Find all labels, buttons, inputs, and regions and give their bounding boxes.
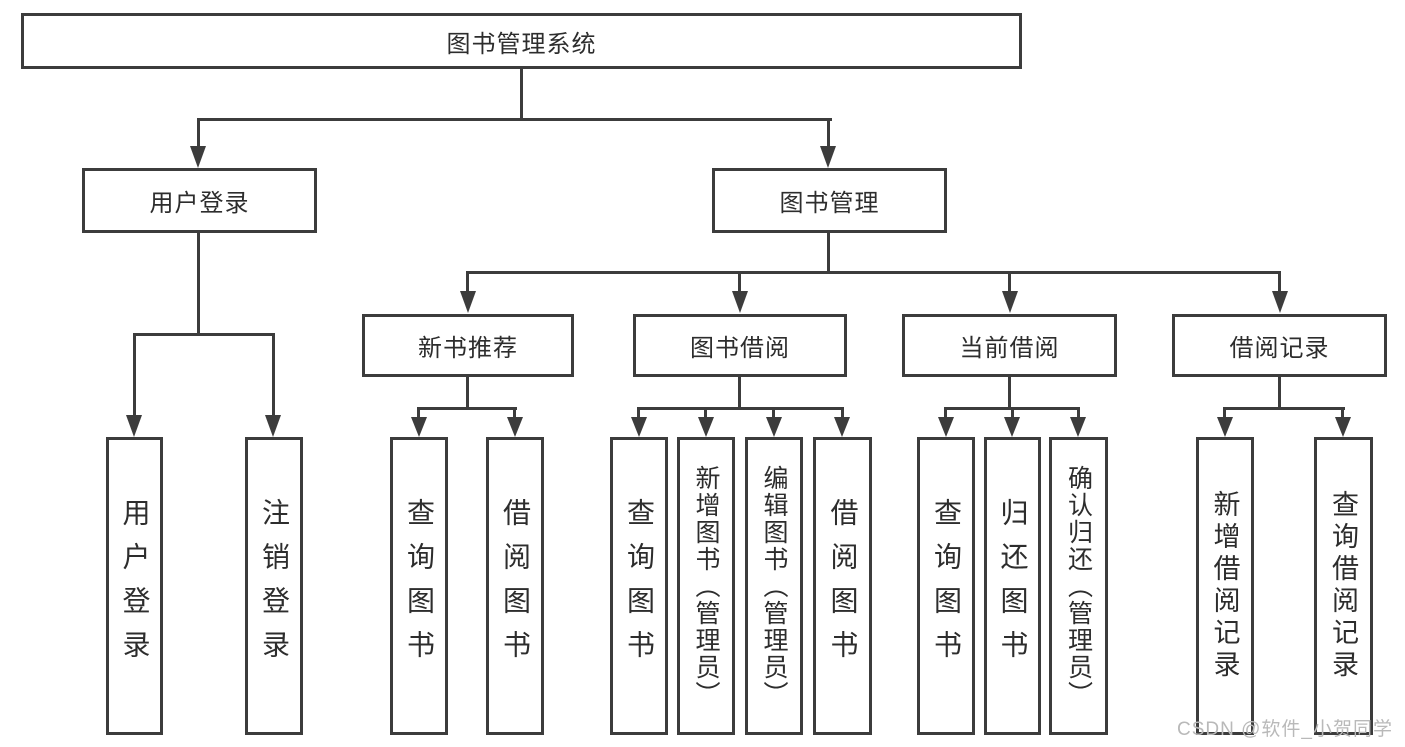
connector-line [133, 333, 275, 336]
leaf-borrow-books: 借阅图书 [813, 437, 872, 735]
leaf-add-books-admin: 新增图书（管理员） [677, 437, 735, 735]
connector-line [1223, 409, 1226, 418]
connector-line [197, 118, 832, 121]
connector-line [827, 120, 830, 147]
watermark: CSDN @软件_小贺同学 [1177, 719, 1393, 740]
connector-line [637, 409, 640, 418]
leaf-confirm-return-admin: 确认归还（管理员） [1049, 437, 1108, 735]
arrow-down-icon [190, 146, 206, 168]
connector-line [841, 409, 844, 418]
connector-line [944, 407, 1080, 410]
connector-line [1008, 273, 1011, 292]
connector-line [738, 376, 741, 409]
arrow-down-icon [766, 417, 782, 437]
connector-line [197, 233, 200, 335]
node-library-system: 图书管理系统 [21, 13, 1022, 69]
leaf-query-borrow-record: 查询借阅记录 [1314, 437, 1373, 735]
connector-line [1011, 409, 1014, 418]
connector-line [772, 409, 775, 418]
leaf-query-books: 查询图书 [390, 437, 448, 735]
connector-line [466, 271, 1281, 274]
connector-line [133, 334, 136, 416]
node-new-book-recommend: 新书推荐 [362, 314, 574, 377]
node-book-borrowing: 图书借阅 [633, 314, 847, 377]
connector-line [1341, 409, 1344, 418]
arrow-down-icon [507, 417, 523, 437]
arrow-down-icon [698, 417, 714, 437]
arrow-down-icon [460, 291, 476, 313]
arrow-down-icon [732, 291, 748, 313]
arrow-down-icon [1335, 417, 1351, 437]
leaf-edit-books-admin: 编辑图书（管理员） [745, 437, 803, 735]
node-book-management: 图书管理 [712, 168, 947, 233]
connector-line [466, 376, 469, 409]
connector-line [944, 409, 947, 418]
connector-line [1223, 407, 1345, 410]
connector-line [466, 273, 469, 292]
leaf-query-books: 查询图书 [917, 437, 975, 735]
connector-line [417, 407, 517, 410]
connector-line [1278, 273, 1281, 292]
connector-line [637, 407, 844, 410]
leaf-add-borrow-record: 新增借阅记录 [1196, 437, 1254, 735]
arrow-down-icon [265, 415, 281, 437]
arrow-down-icon [938, 417, 954, 437]
leaf-user-login: 用户登录 [106, 437, 163, 735]
connector-line [1077, 409, 1080, 418]
arrow-down-icon [1217, 417, 1233, 437]
arrow-down-icon [126, 415, 142, 437]
connector-line [827, 233, 830, 274]
connector-line [738, 273, 741, 292]
arrow-down-icon [631, 417, 647, 437]
leaf-return-books: 归还图书 [984, 437, 1041, 735]
connector-line [704, 409, 707, 418]
node-user-login: 用户登录 [82, 168, 317, 233]
connector-line [513, 409, 516, 418]
node-borrow-records: 借阅记录 [1172, 314, 1387, 377]
leaf-query-books: 查询图书 [610, 437, 668, 735]
connector-line [1278, 376, 1281, 409]
connector-line [417, 409, 420, 418]
arrow-down-icon [1002, 291, 1018, 313]
leaf-logout: 注销登录 [245, 437, 303, 735]
leaf-borrow-books: 借阅图书 [486, 437, 544, 735]
node-current-borrowing: 当前借阅 [902, 314, 1117, 377]
connector-line [272, 334, 275, 416]
arrow-down-icon [1004, 417, 1020, 437]
connector-line [520, 69, 523, 120]
arrow-down-icon [834, 417, 850, 437]
arrow-down-icon [1070, 417, 1086, 437]
arrow-down-icon [820, 146, 836, 168]
connector-line [197, 120, 200, 147]
arrow-down-icon [1272, 291, 1288, 313]
connector-line [1008, 376, 1011, 409]
arrow-down-icon [411, 417, 427, 437]
